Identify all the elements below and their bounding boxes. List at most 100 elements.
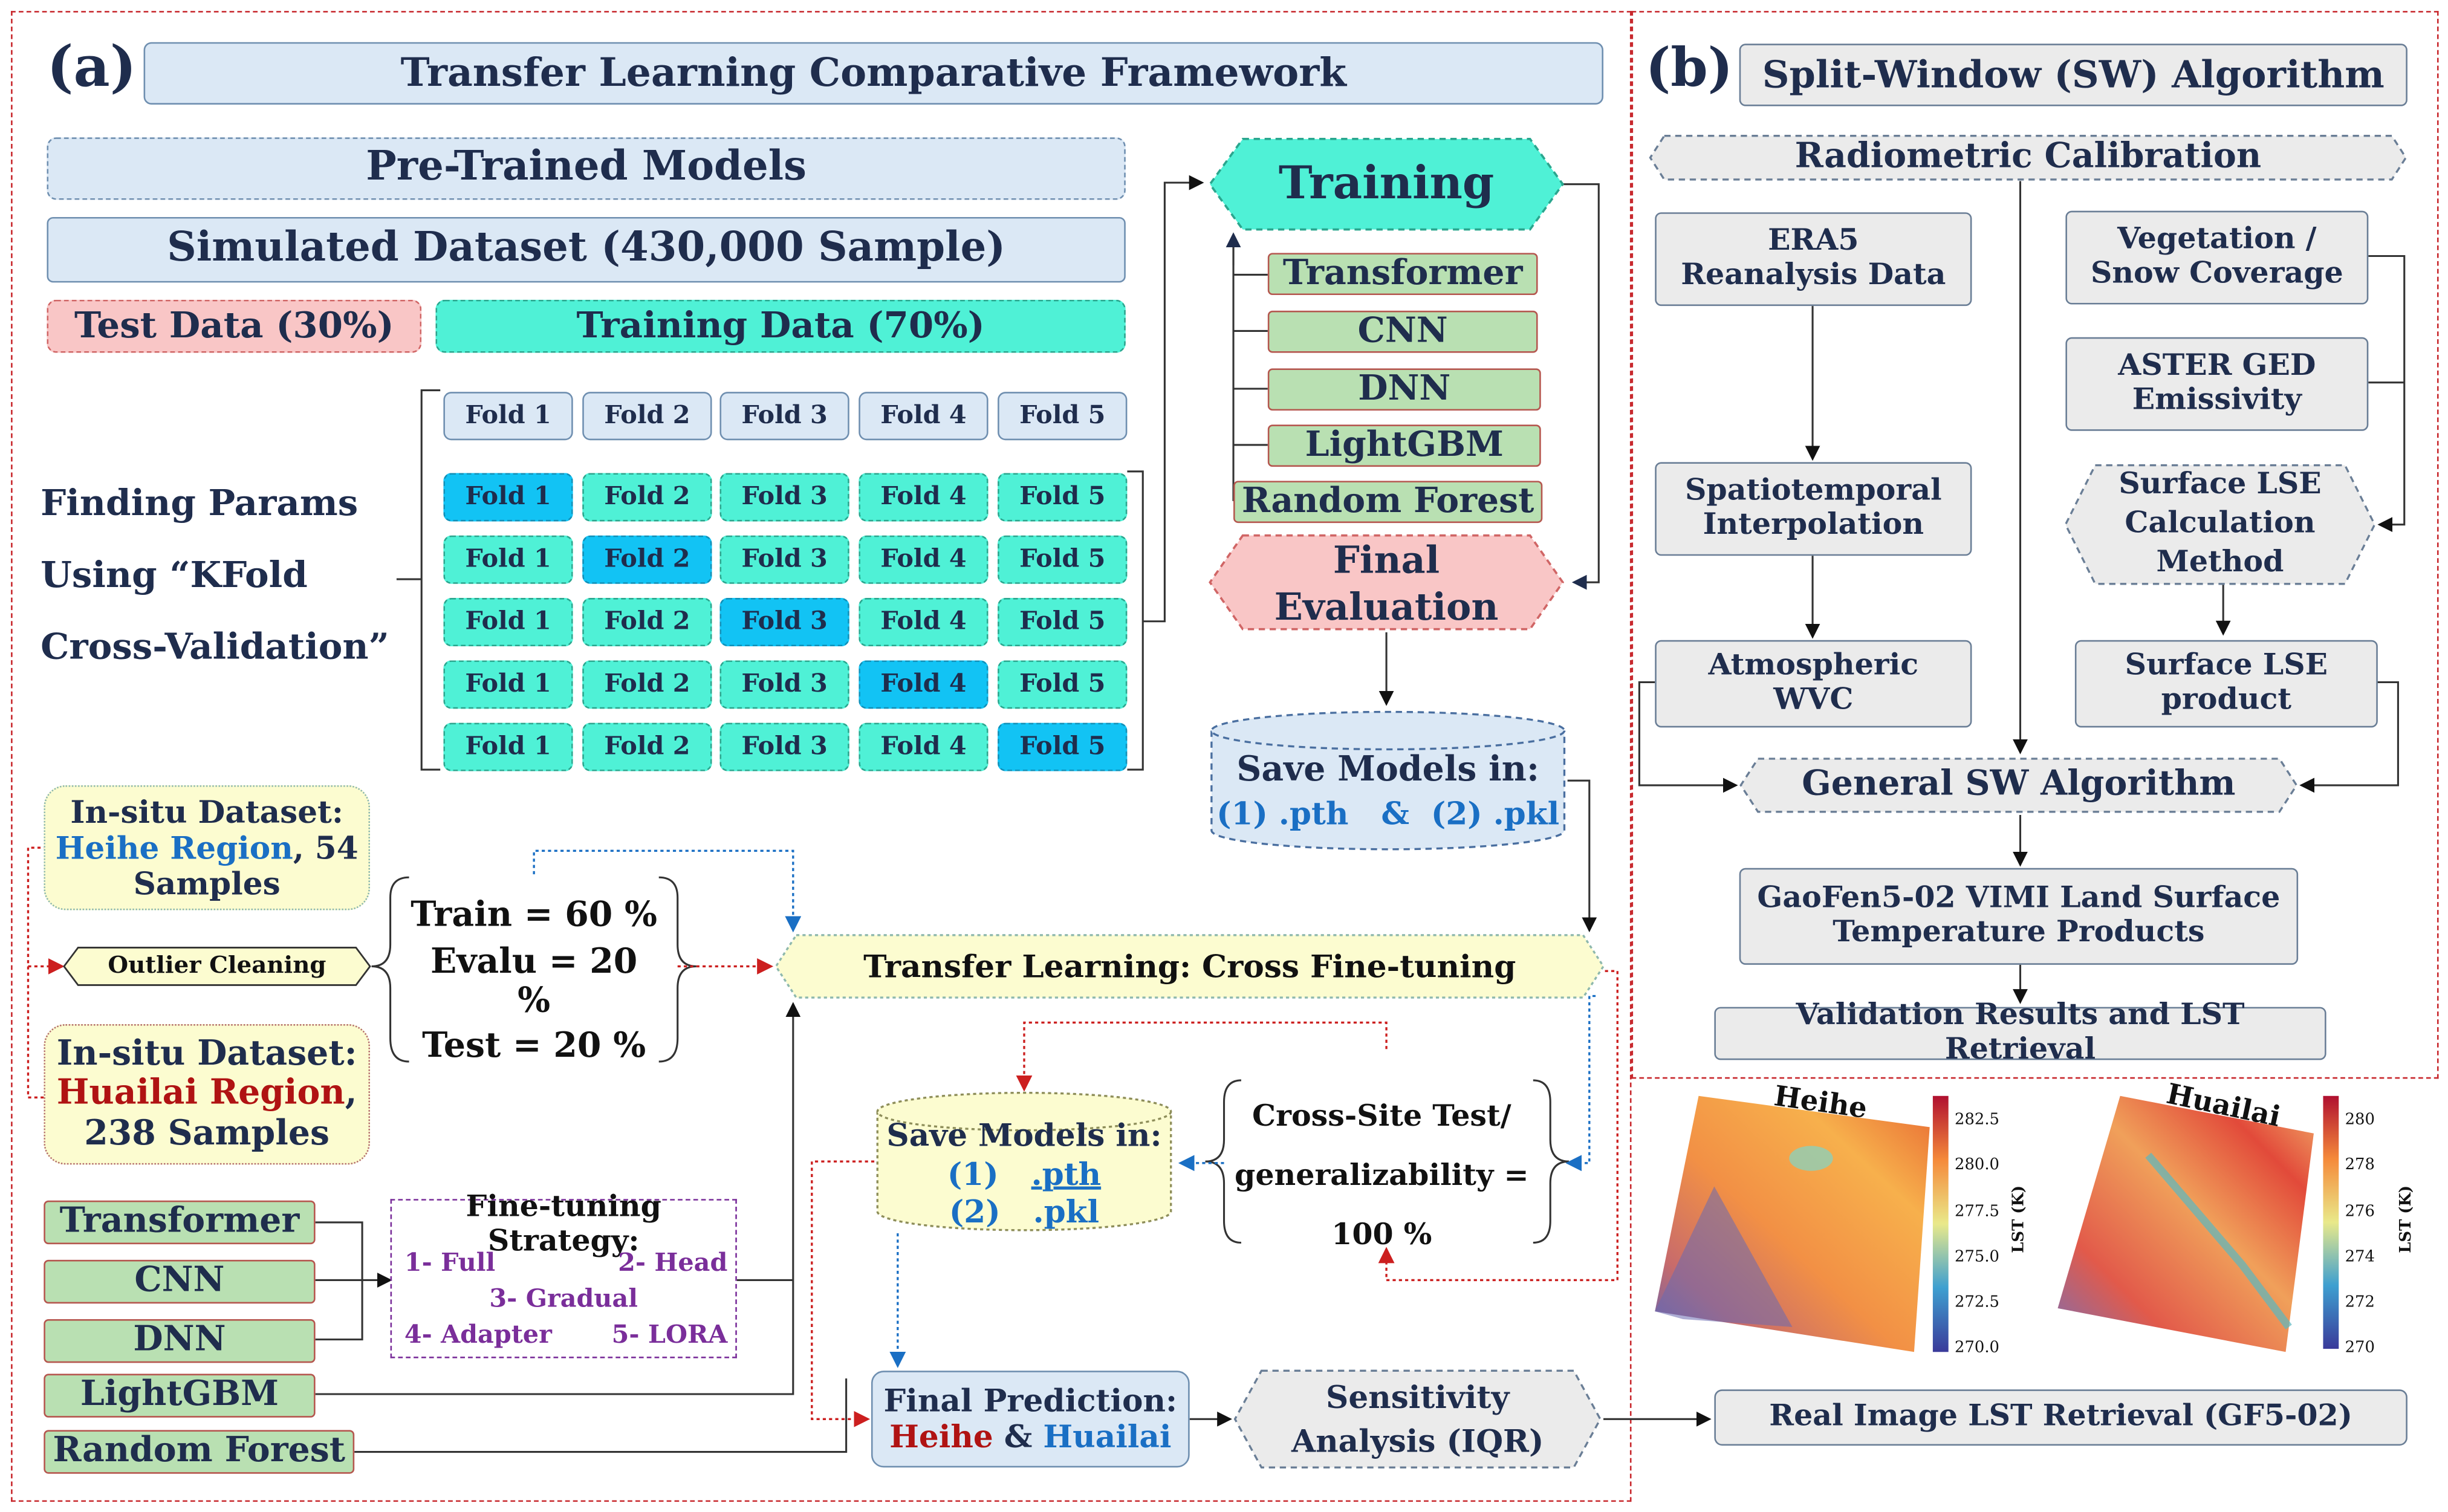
finetune-s4: 4- Adapter <box>404 1319 552 1349</box>
insitu-huailai-comma: , <box>345 1072 357 1114</box>
fold-cell-r5-c5: Fold 5 <box>998 722 1128 771</box>
insitu-huailai-region: Huailai Region <box>56 1072 345 1114</box>
huailai-tick-4: 274 <box>2345 1248 2375 1266</box>
panel-b-letter: (b) <box>1645 38 1733 101</box>
fold-cell-r3-c3: Fold 3 <box>719 598 849 647</box>
save-models-mid-l1: (1) .pth <box>874 1155 1174 1193</box>
training-hexagon: Training <box>1209 137 1565 231</box>
split-train: Train = 60 % <box>411 895 658 936</box>
fold-cell-r2-c2: Fold 2 <box>582 535 712 584</box>
vegetation-box: Vegetation / Snow Coverage <box>2065 210 2369 305</box>
fold-cell-r5-c1: Fold 1 <box>443 722 573 771</box>
sensitivity-line1: Sensitivity <box>1326 1377 1510 1415</box>
insitu-huailai-samples: 238 Samples <box>84 1112 330 1153</box>
finetune-model-1: Transformer <box>44 1200 316 1245</box>
insitu-huailai-region-line: Huailai Region, <box>56 1072 357 1114</box>
fold-cell-r3-c4: Fold 4 <box>859 598 989 647</box>
insitu-huailai-box: In-situ Dataset: Huailai Region, 238 Sam… <box>44 1024 371 1165</box>
lse-prod-line2: product <box>2161 682 2292 717</box>
training-model-4: LightGBM <box>1267 424 1541 467</box>
aster-line1: ASTER GED <box>2118 348 2316 383</box>
huailai-tick-2: 278 <box>2345 1157 2375 1175</box>
heihe-tick-3: 277.5 <box>1955 1203 1999 1221</box>
training-label: Training <box>1278 157 1495 210</box>
radiometric-box: Radiometric Calibration <box>1649 134 2407 181</box>
cross-site-line1: Cross-Site Test/ <box>1252 1099 1511 1134</box>
huailai-tick-3: 276 <box>2345 1203 2375 1221</box>
gaofen-box: GaoFen5-02 VIMI Land Surface Temperature… <box>1739 868 2299 965</box>
training-data-box: Training Data (70%) <box>435 299 1126 353</box>
save-models-top-cylinder: Save Models in: (1) .pth & (2) .pkl <box>1209 709 1568 852</box>
transfer-learning-label: Transfer Learning: Cross Fine-tuning <box>863 947 1516 985</box>
final-prediction-title: Final Prediction: <box>883 1381 1178 1420</box>
fold-cell-r4-c2: Fold 2 <box>582 660 712 709</box>
vegetation-line2: Snow Coverage <box>2090 256 2343 291</box>
outlier-cleaning-box: Outlier Cleaning <box>62 946 371 987</box>
general-sw-box: General SW Algorithm <box>1739 757 2298 813</box>
final-evaluation-line1: Final <box>1333 537 1440 583</box>
era5-line2: Reanalysis Data <box>1681 258 1946 292</box>
final-prediction-heihe: Heihe <box>889 1417 993 1455</box>
kfold-label-line2: Using “KFold <box>41 554 308 596</box>
huailai-tick-5: 272 <box>2345 1294 2375 1312</box>
final-prediction-amp: & <box>1004 1417 1033 1455</box>
gaofen-line1: GaoFen5-02 VIMI Land Surface <box>1757 880 2281 915</box>
fold-cell-r1-c1: Fold 1 <box>443 473 573 522</box>
simulated-dataset-box: Simulated Dataset (430,000 Sample) <box>47 216 1126 283</box>
finetune-title: Fine-tuning Strategy: <box>466 1190 661 1259</box>
split-evalu: Evalu = 20 % <box>430 941 638 1021</box>
lse-calc-line2: Calculation <box>2125 505 2316 540</box>
insitu-heihe-samples: Samples <box>133 864 281 902</box>
finetune-s1: 1- Full <box>404 1247 496 1277</box>
training-model-1: Transformer <box>1267 253 1538 296</box>
fold-header-2: Fold 2 <box>582 392 712 441</box>
save-mid-pkl: .pkl <box>1033 1192 1100 1230</box>
aster-line2: Emissivity <box>2132 382 2302 417</box>
save-models-mid-title: Save Models in: <box>886 1115 1162 1153</box>
lse-calc-line1: Surface LSE <box>2118 467 2322 502</box>
fold-cell-r4-c1: Fold 1 <box>443 660 573 709</box>
fold-cell-r2-c4: Fold 4 <box>859 535 989 584</box>
fold-cell-r1-c3: Fold 3 <box>719 473 849 522</box>
lse-prod-line1: Surface LSE <box>2125 648 2328 683</box>
atmospheric-box: Atmospheric WVC <box>1655 640 1972 728</box>
save-mid-pth: .pth <box>1031 1154 1102 1192</box>
finetune-s3: 3- Gradual <box>489 1283 638 1313</box>
cross-site-line2: generalizability = <box>1235 1158 1529 1193</box>
radiometric-label: Radiometric Calibration <box>1794 136 2262 177</box>
atmos-line2: WVC <box>1773 682 1854 717</box>
insitu-heihe-title: In-situ Dataset: <box>70 792 343 830</box>
finetune-s2: 2- Head <box>618 1247 728 1277</box>
cross-site-line3: 100 % <box>1331 1218 1432 1253</box>
final-evaluation-line2: Evaluation <box>1274 584 1499 630</box>
era5-box: ERA5 Reanalysis Data <box>1655 212 1972 307</box>
panel-b-frame <box>1631 11 2439 1079</box>
panel-a-letter: (a) <box>47 34 137 101</box>
fold-header-4: Fold 4 <box>859 392 989 441</box>
surface-lse-product-box: Surface LSE product <box>2074 640 2378 728</box>
sensitivity-line2: Analysis (IQR) <box>1291 1421 1544 1459</box>
vegetation-line1: Vegetation / <box>2117 222 2317 256</box>
huailai-tick-1: 280 <box>2345 1112 2375 1129</box>
lse-calc-line3: Method <box>2156 545 2284 580</box>
split-test: Test = 20 % <box>422 1026 646 1067</box>
fold-header-1: Fold 1 <box>443 392 573 441</box>
gaofen-line2: Temperature Products <box>1833 915 2205 950</box>
final-evaluation-hexagon: Final Evaluation <box>1209 534 1565 631</box>
test-data-box: Test Data (30%) <box>47 299 422 353</box>
finetune-s5: 5- LORA <box>611 1319 728 1349</box>
final-prediction-sites: Heihe & Huailai <box>889 1417 1172 1455</box>
fold-cell-r5-c2: Fold 2 <box>582 722 712 771</box>
training-model-2: CNN <box>1267 310 1538 353</box>
final-prediction-huailai: Huailai <box>1043 1417 1172 1455</box>
fold-cell-r1-c4: Fold 4 <box>859 473 989 522</box>
aster-box: ASTER GED Emissivity <box>2065 337 2369 431</box>
spatiotemporal-box: Spatiotemporal Interpolation <box>1655 462 1972 556</box>
heihe-axis-label: LST (K) <box>2011 1185 2029 1253</box>
fold-cell-r2-c3: Fold 3 <box>719 535 849 584</box>
final-prediction-box: Final Prediction: Heihe & Huailai <box>871 1371 1190 1468</box>
atmos-line1: Atmospheric <box>1708 648 1919 683</box>
save-models-mid-l2: (2) .pkl <box>874 1193 1174 1230</box>
surface-lse-calc-hexagon: Surface LSE Calculation Method <box>2064 464 2376 585</box>
